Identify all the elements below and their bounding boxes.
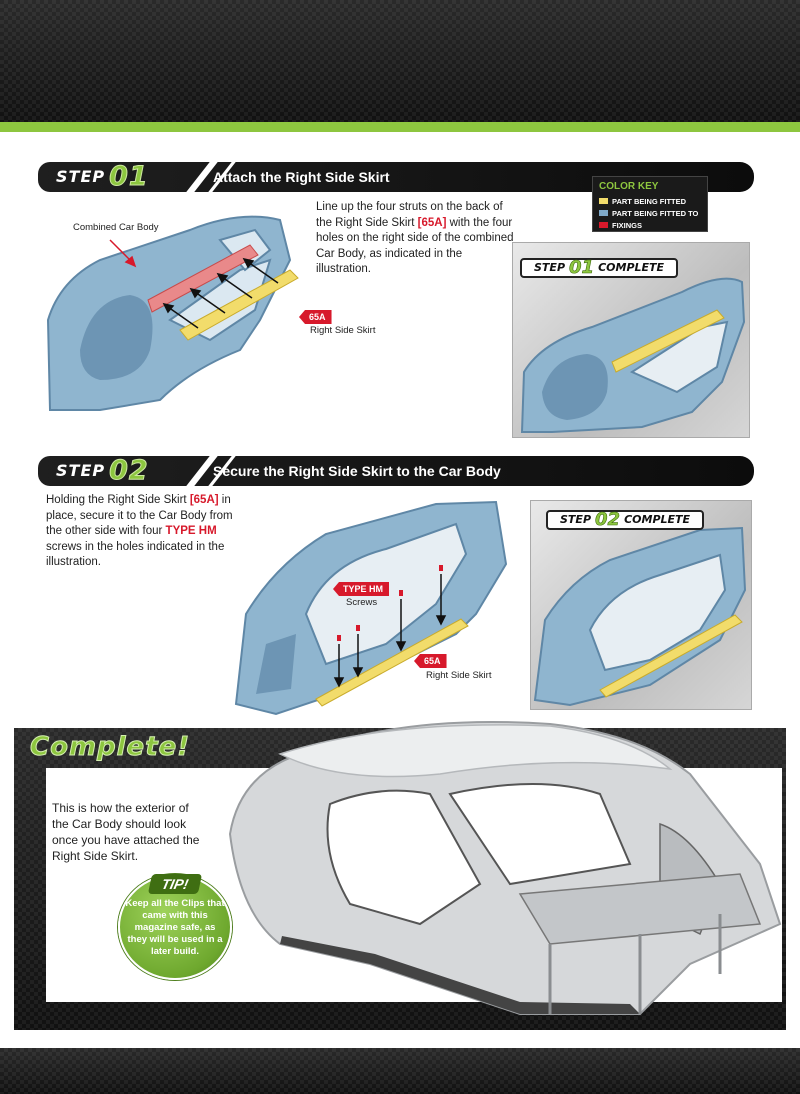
part-65a-tag: 65A <box>299 310 332 324</box>
tip-text: Keep all the Clips that came with this m… <box>125 898 225 957</box>
color-key: COLOR KEY PART BEING FITTED PART BEING F… <box>592 176 708 232</box>
step-01-illustration <box>46 215 299 411</box>
combined-car-body-label: Combined Car Body <box>73 222 159 233</box>
final-car-body-illustration <box>228 721 782 1015</box>
screws-label: Screws <box>346 597 378 608</box>
step-01-text: Line up the four struts on the back of t… <box>316 201 514 275</box>
step-02-title: Secure the Right Side Skirt to the Car B… <box>213 463 501 479</box>
footer-carbon-band <box>0 1048 800 1094</box>
color-key-title: COLOR KEY <box>599 181 659 192</box>
right-side-skirt-label-step2: Right Side Skirt <box>426 670 492 681</box>
color-key-item-fixings: FIXINGS <box>599 219 701 231</box>
type-hm-tag: TYPE HM <box>333 582 390 596</box>
part-65a-tag-step2: 65A <box>414 654 447 668</box>
tip-title: TIP! <box>147 874 203 894</box>
color-key-item-fitted-to: PART BEING FITTED TO <box>599 207 701 219</box>
step-01-complete-illustration <box>520 277 746 433</box>
header-green-stripe <box>0 122 800 132</box>
color-key-item-fitted: PART BEING FITTED <box>599 195 701 207</box>
header-carbon-band <box>0 0 800 122</box>
step-02-complete-illustration <box>533 526 747 707</box>
step-02-text: Holding the Right Side Skirt [65A] in pl… <box>46 494 233 568</box>
step-01-title: Attach the Right Side Skirt <box>213 169 390 185</box>
right-side-skirt-label: Right Side Skirt <box>310 325 376 336</box>
complete-text: This is how the exterior of the Car Body… <box>52 801 200 863</box>
complete-subtitle: The Car Body <box>46 766 157 785</box>
complete-title: Complete! <box>29 732 191 763</box>
